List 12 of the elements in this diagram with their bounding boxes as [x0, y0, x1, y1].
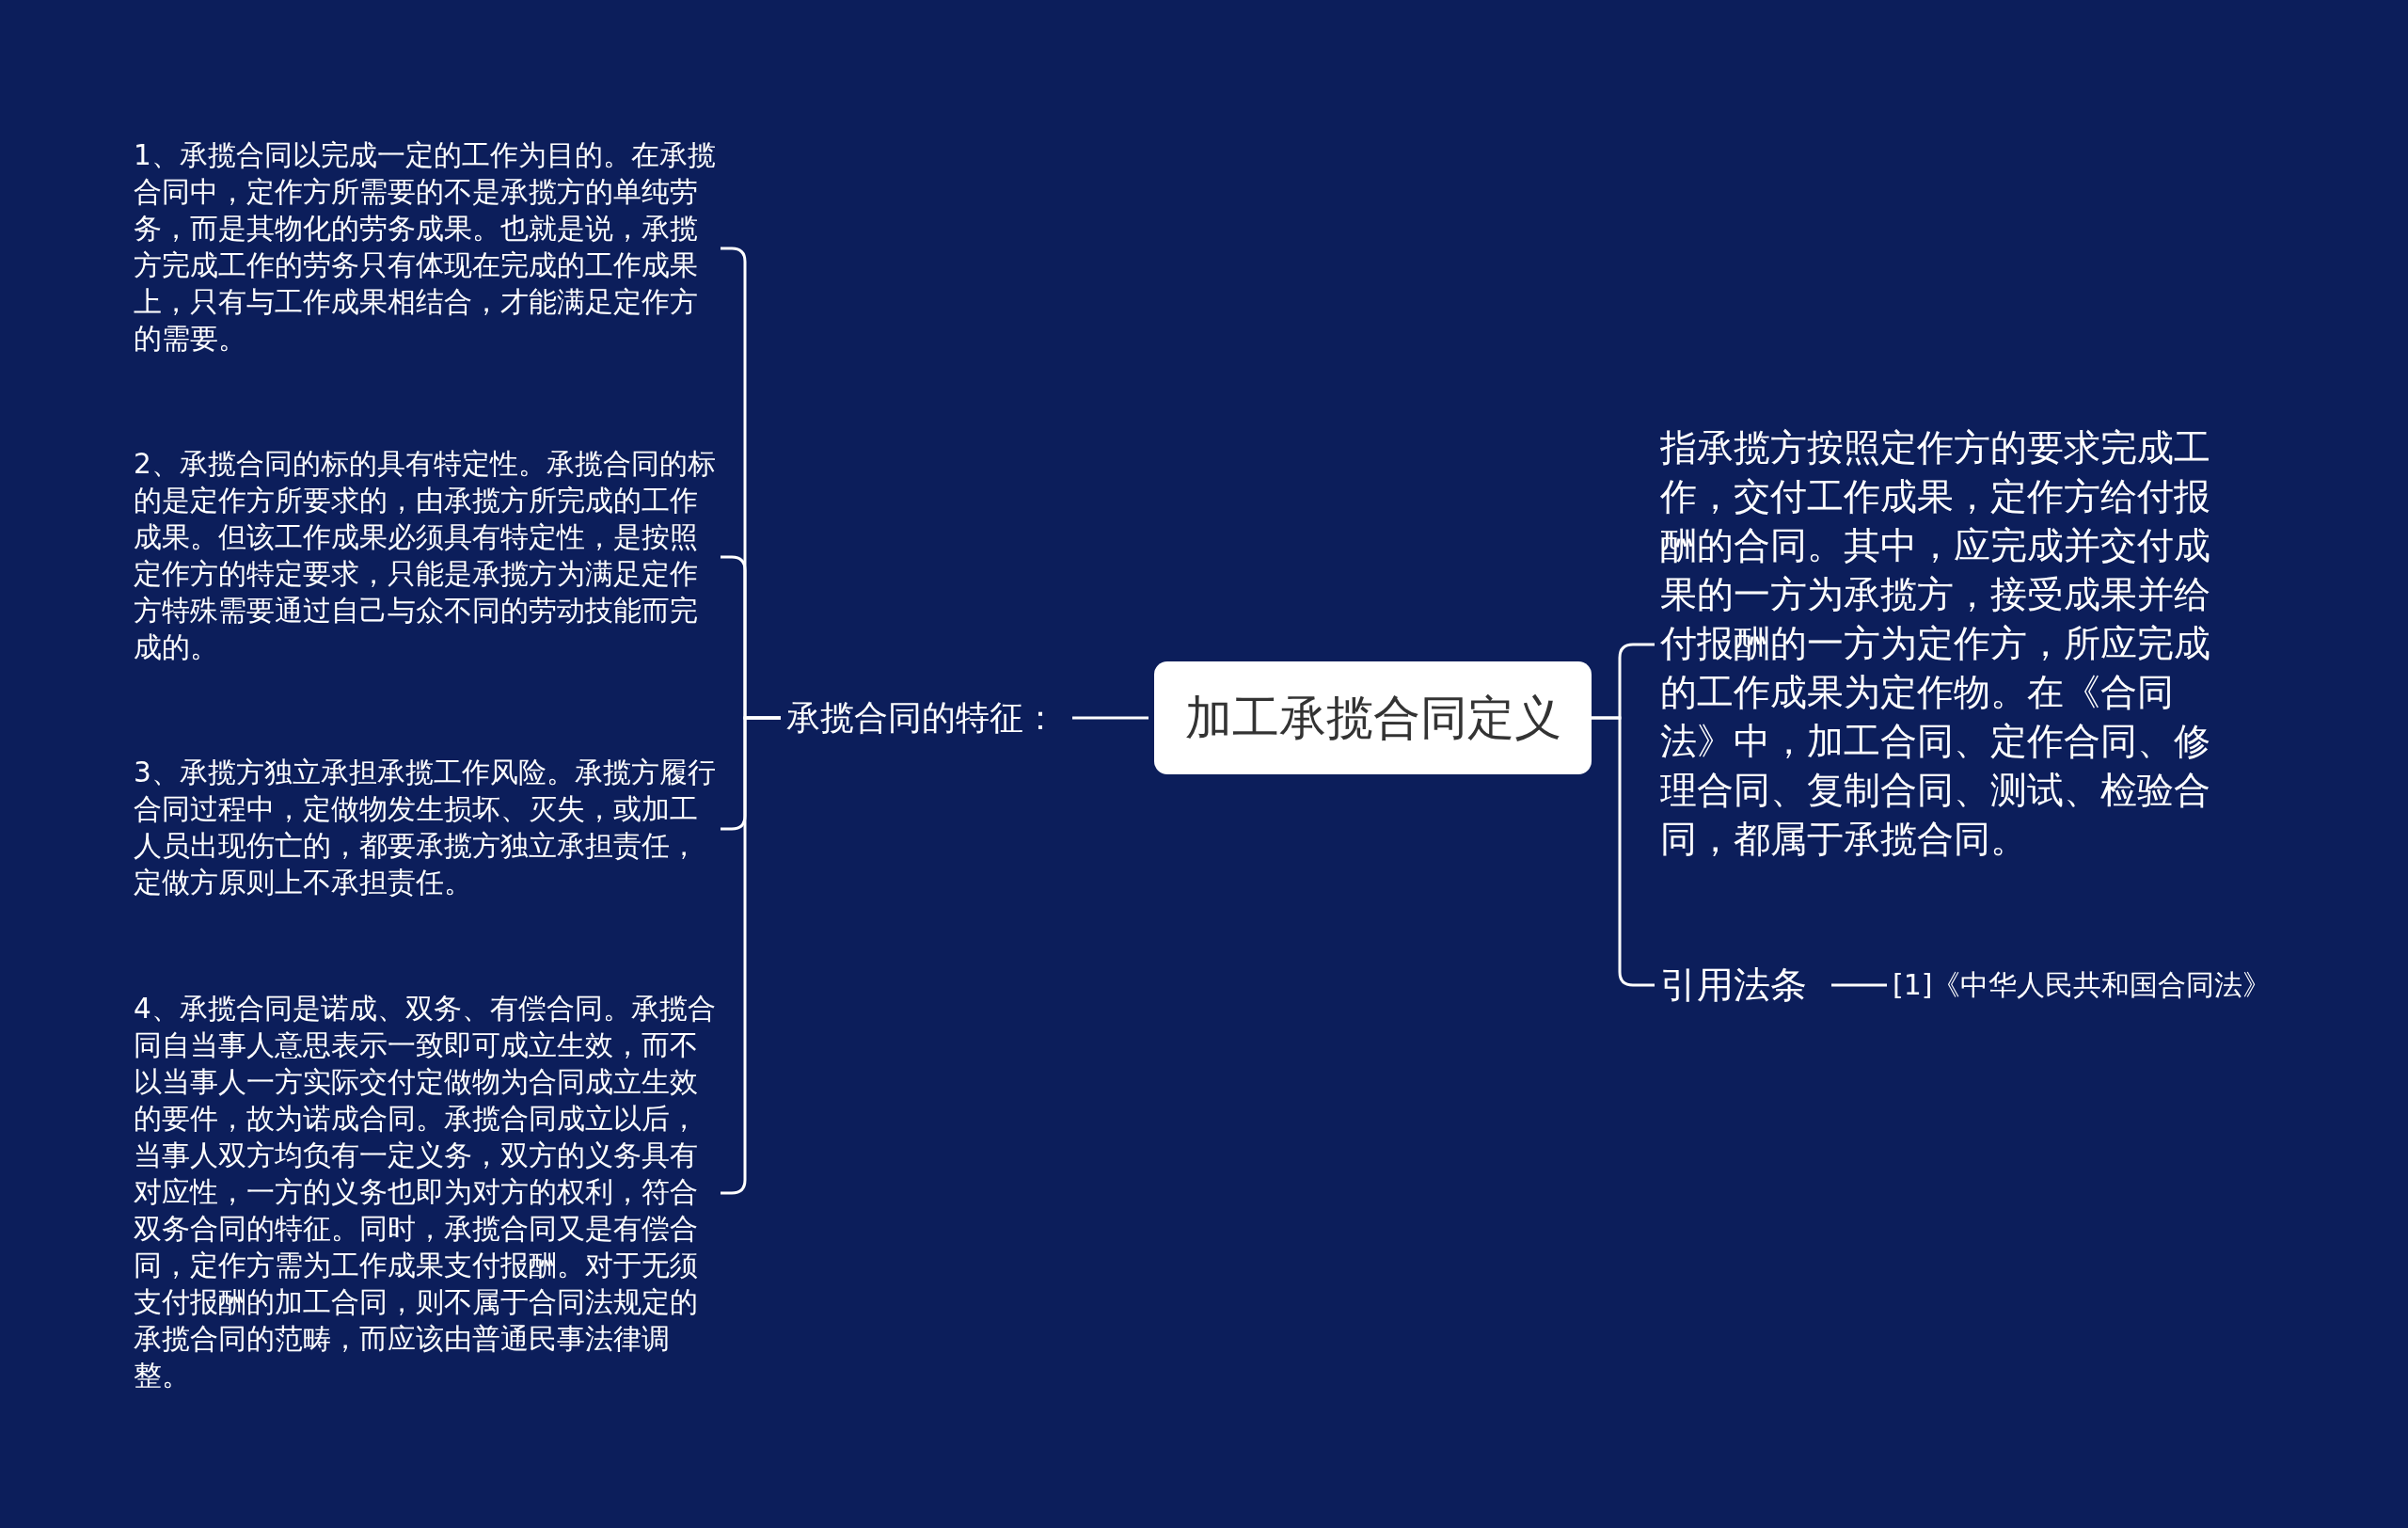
- note-text: 1、承揽合同以完成一定的工作为目的。在承揽合同中，定作方所需要的不是承揽方的单纯劳务，而是其物化的劳务成果。也就是说，承揽方完成工作的劳务只有体现在完成的工作成果上，只有与工作成果相结合，才能满足定作方的需要。: [134, 137, 717, 358]
- connector-line: [1072, 716, 1149, 720]
- note-text: [1]《中华人民共和国合同法》: [1893, 966, 2288, 1004]
- connector-line: [1831, 983, 1887, 987]
- topic-box: 加工承揽合同定义: [1154, 661, 1592, 774]
- note-text: 2、承揽合同的标的具有特定性。承揽合同的标的是定作方所要求的，由承揽方所完成的工作成果。但该工作成果必须具有特定性，是按照定作方的特定要求，只能是承揽方为满足定作方特殊需要通过自己与众不同的劳动技能而完成的。: [134, 446, 717, 666]
- topic-text: 引用法条: [1660, 962, 1820, 1009]
- note-text: 3、承揽方独立承担承揽工作风险。承揽方履行合同过程中，定做物发生损坏、灭失，或加工人员出现伤亡的，都要承揽方独立承担责任，定做方原则上不承担责任。: [134, 755, 717, 901]
- topic-text: 承揽合同的特征：: [786, 694, 1069, 741]
- connector-line: [1592, 716, 1655, 987]
- topic-text: 指承揽方按照定作方的要求完成工作，交付工作成果，定作方给付报酬的合同。其中，应完成并交付成果的一方为承揽方，接受成果并给付报酬的一方为定作方，所应完成的工作成果为定作物。在《合同法》中，加工合同、定作合同、修理合同、复制合同、测试、检验合同，都属于承揽合同。: [1660, 423, 2225, 864]
- note-text: 4、承揽合同是诺成、双务、有偿合同。承揽合同自当事人意思表示一致即可成立生效，而不以当事人一方实际交付定做物为合同成立生效的要件，故为诺成合同。承揽合同成立以后，当事人双方均负有一定义务，双方的义务具有对应性，一方的义务也即为对方的权利，符合双务合同的特征。同时，承揽合同又是有偿合同，定作方需为工作成果支付报酬。对于无须支付报酬的加工合同，则不属于合同法规定的承揽合同的范畴，而应该由普通民事法律调整。: [134, 991, 717, 1394]
